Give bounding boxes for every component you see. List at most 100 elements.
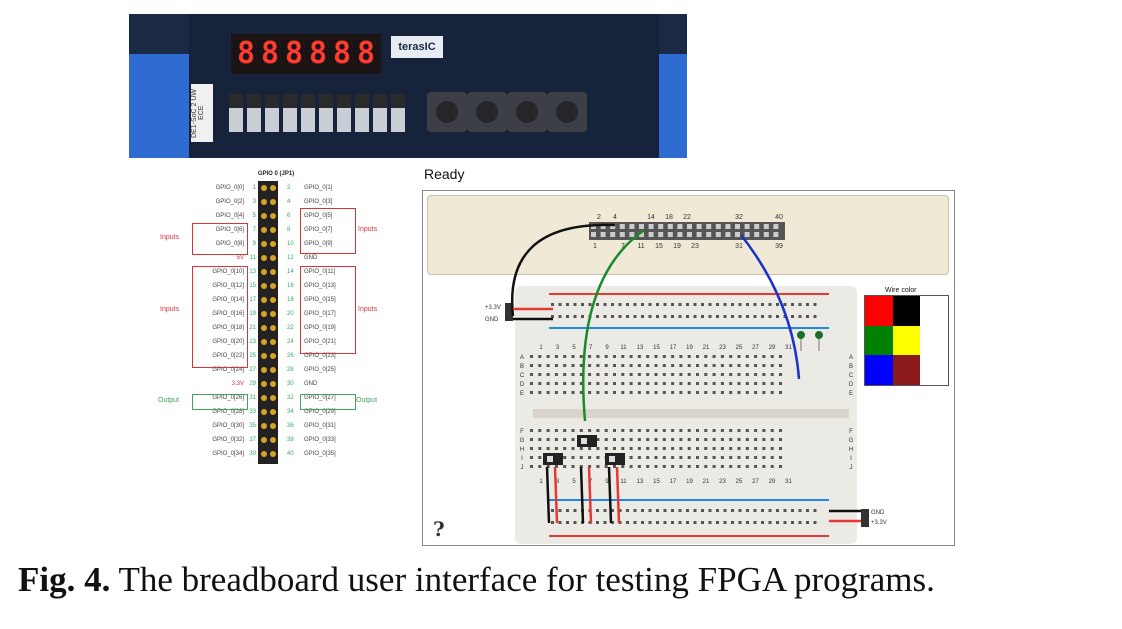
gpio-pin-label: GND [304, 255, 318, 261]
rail-hole [783, 509, 787, 512]
terminal-hole [571, 465, 575, 468]
rail-hole [731, 509, 734, 512]
rail-hole [776, 303, 779, 306]
gpio-pin-label: GPIO_0[11] [304, 269, 336, 275]
terminal-hole [538, 355, 542, 358]
terminal-hole [646, 438, 650, 441]
rail-hole [566, 315, 569, 318]
rail-hole [656, 509, 659, 512]
wire-color-swatch[interactable] [865, 355, 893, 385]
terminal-hole [637, 364, 641, 367]
gpio-pin-label: GPIO_0[17] [304, 311, 336, 317]
terminal-hole [546, 438, 550, 441]
header-pin-number: 7 [621, 243, 625, 250]
terminal-hole [745, 465, 749, 468]
terminal-hole [579, 429, 583, 432]
rail-hole [596, 315, 599, 318]
terminal-hole [671, 373, 675, 376]
terminal-hole [679, 364, 683, 367]
gpio-pin-number: 8 [287, 227, 291, 233]
rail-hole [791, 315, 794, 318]
terminal-hole [729, 465, 733, 468]
wire-color-swatch[interactable] [865, 325, 893, 356]
terminal-hole [563, 373, 567, 376]
row-letter: E [849, 391, 853, 397]
rail-hole [693, 509, 697, 512]
gpio-pin [261, 213, 267, 219]
row-letter: G [849, 438, 854, 444]
header-pin [619, 224, 625, 229]
terminal-hole [696, 382, 699, 385]
terminal-hole [538, 382, 542, 385]
rail-hole [686, 315, 689, 318]
gpio-pin-label: GPIO_0[31] [304, 423, 336, 429]
rail-hole [708, 521, 712, 524]
terminal-hole [629, 373, 633, 376]
wire-color-swatch[interactable] [865, 296, 893, 326]
terminal-hole [671, 447, 675, 450]
gpio-pin [270, 297, 276, 303]
wire-color-swatch[interactable] [920, 325, 948, 356]
terminal-hole [571, 364, 575, 367]
gpio-pin-number: 26 [287, 353, 294, 359]
row-letter: G [520, 438, 525, 444]
wire-color-swatch[interactable] [920, 355, 948, 385]
row-letter: F [520, 429, 524, 435]
rail-hole [648, 315, 652, 318]
wire-color-swatch[interactable] [892, 296, 921, 326]
rail-hole [663, 315, 667, 318]
rail-hole [581, 303, 584, 306]
terminal-hole [729, 382, 733, 385]
gpio-pin [270, 325, 276, 331]
rail-hole [708, 509, 712, 512]
gpio-pin-label: GPIO_0[7] [304, 227, 333, 233]
terminal-hole [720, 355, 724, 358]
help-button[interactable]: ? [433, 517, 445, 541]
terminal-hole [737, 438, 741, 441]
terminal-hole [745, 429, 749, 432]
wire-color-swatch[interactable] [892, 325, 921, 356]
gpio-pin-label: GPIO_0[18] [212, 325, 244, 331]
terminal-hole [679, 447, 683, 450]
terminal-hole [779, 355, 782, 358]
terminal-hole [720, 373, 724, 376]
gpio-pin-label: GPIO_0[33] [304, 437, 336, 443]
terminal-hole [696, 456, 699, 459]
terminal-hole [712, 447, 716, 450]
rail-hole [738, 303, 742, 306]
header-pin [715, 232, 721, 237]
column-number: 7 [589, 345, 593, 351]
rail-hole [566, 521, 569, 524]
wire-color-swatch[interactable] [920, 296, 948, 326]
terminal-hole [770, 382, 774, 385]
slide-switch [391, 94, 405, 132]
terminal-hole [687, 438, 691, 441]
terminal-hole [745, 382, 749, 385]
rail-hole [761, 315, 764, 318]
rail-hole [633, 315, 637, 318]
wire-color-swatch[interactable] [892, 355, 921, 385]
terminal-hole [671, 364, 675, 367]
push-button [427, 92, 467, 132]
header-pin [744, 224, 750, 229]
rail-hole [558, 521, 562, 524]
header-pin [610, 232, 616, 237]
header-pin [658, 232, 664, 237]
terminal-hole [538, 438, 542, 441]
rail-hole [641, 315, 644, 318]
rail-hole [768, 315, 772, 318]
rail-hole [701, 509, 704, 512]
power-label: GND [485, 317, 499, 323]
terminal-hole [546, 429, 550, 432]
header-pin [667, 232, 673, 237]
rail-hole [626, 509, 629, 512]
terminal-hole [720, 382, 724, 385]
terminal-hole [646, 391, 650, 394]
terminal-hole [629, 447, 633, 450]
terminal-hole [654, 373, 658, 376]
row-letter: D [520, 382, 525, 388]
terminal-hole [729, 456, 733, 459]
breadboard-canvas[interactable]: 2414182232401711151923313911335577991111… [422, 190, 955, 546]
header-pin [763, 224, 769, 229]
terminal-hole [662, 382, 666, 385]
